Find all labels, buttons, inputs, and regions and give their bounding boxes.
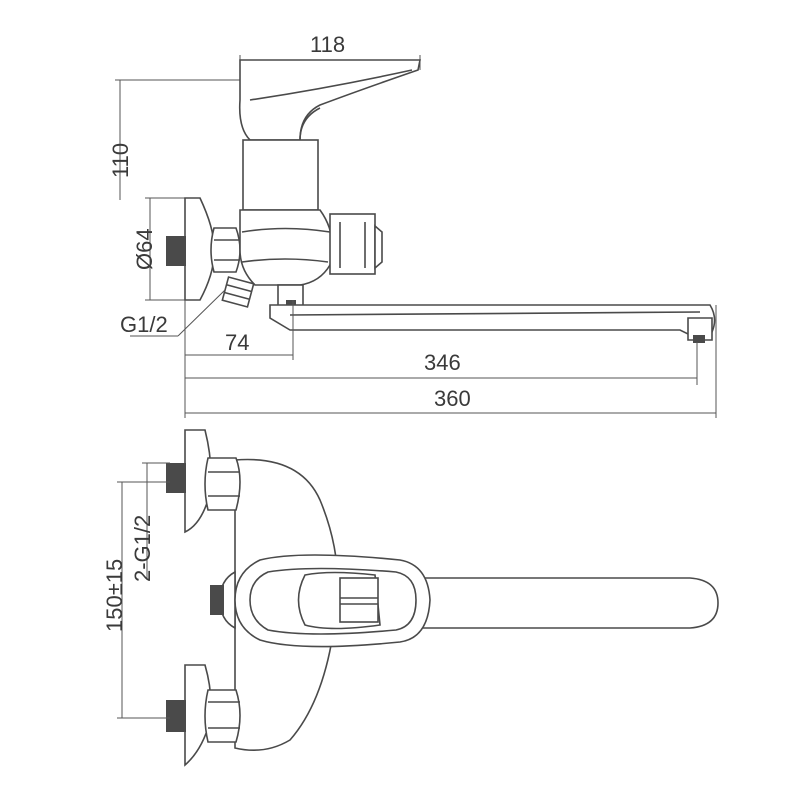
spout-front — [399, 577, 719, 629]
dimension-110: 110 — [108, 79, 240, 200]
dim-thread-label: G1/2 — [120, 312, 168, 337]
dim-center-spacing-label: 150±15 — [102, 559, 127, 632]
center-connector — [210, 570, 236, 630]
thread-leader: G1/2 — [120, 289, 226, 337]
dim-110-label: 110 — [108, 143, 133, 178]
dim-diameter-label: Ø64 — [132, 228, 157, 270]
dimension-diameter: Ø64 — [132, 197, 190, 301]
dimension-74: 74 — [185, 300, 294, 360]
dimension-center-spacing: 150±15 — [102, 481, 170, 719]
dimension-thread-pair: 2-G1/2 — [130, 462, 170, 582]
lower-inlet — [166, 664, 241, 767]
side-view: 118 110 Ø64 — [108, 32, 717, 418]
lever-handle-front — [234, 554, 431, 648]
upper-inlet — [166, 429, 241, 534]
dim-118-label: 118 — [310, 32, 345, 57]
spout-side — [269, 304, 716, 343]
dim-346-label: 346 — [424, 350, 461, 375]
dim-74-label: 74 — [225, 330, 249, 355]
dim-thread-pair-label: 2-G1/2 — [130, 515, 155, 582]
dimension-360: 360 — [184, 300, 717, 418]
lever-handle-side — [238, 59, 421, 141]
front-view: 2-G1/2 150±15 — [102, 429, 719, 767]
wall-flange-side — [166, 197, 241, 301]
dimension-346: 346 — [185, 342, 698, 385]
valve-body-side — [221, 139, 383, 308]
dim-360-label: 360 — [434, 386, 471, 411]
